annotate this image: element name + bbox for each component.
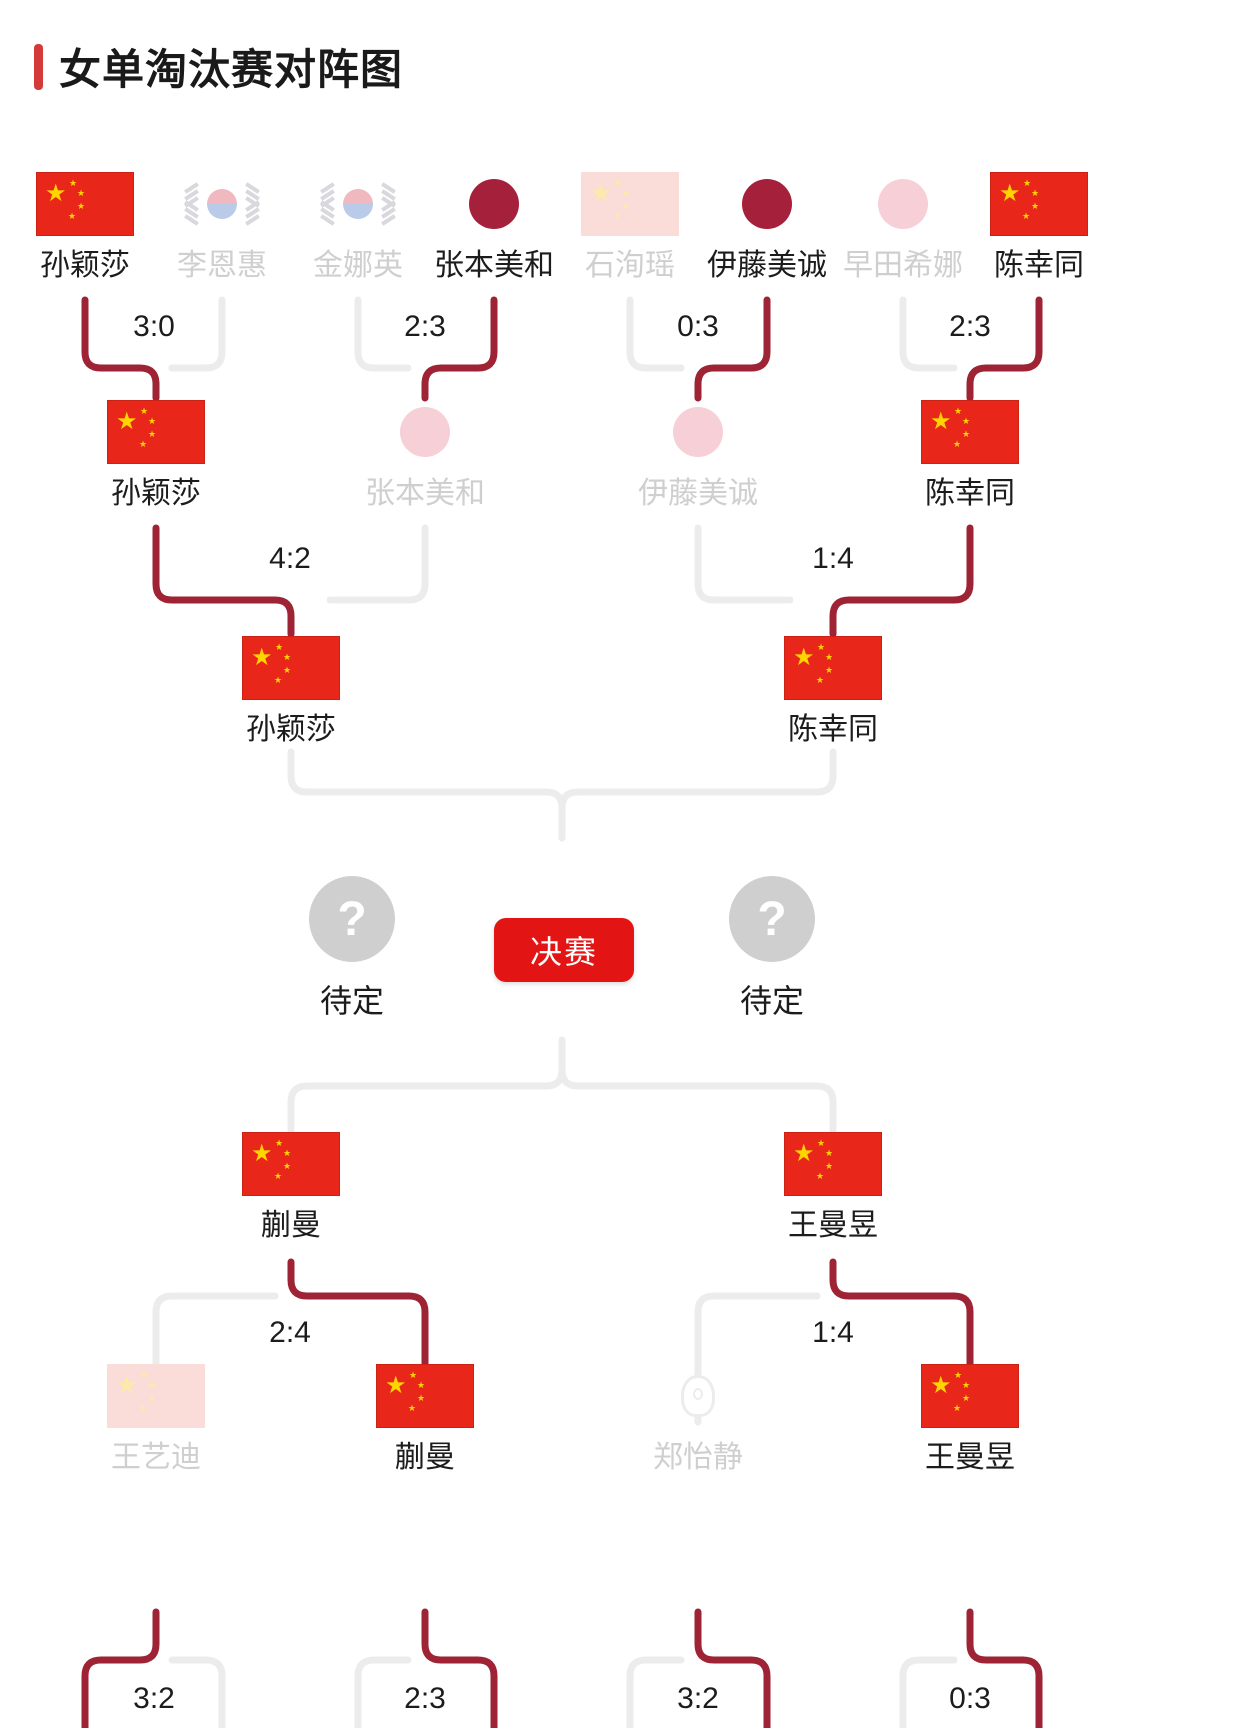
player-name: 郑怡静: [653, 1441, 743, 1474]
match-score: 0:3: [677, 310, 719, 343]
player-name: 伊藤美诚: [638, 477, 758, 510]
player-name: 王曼昱: [788, 1209, 878, 1242]
player-name: 张本美和: [434, 249, 554, 282]
flag-china-icon: ★★★★★: [758, 636, 908, 700]
player-name: 蒯曼: [395, 1441, 455, 1474]
match-score: 1:4: [812, 542, 854, 575]
flag-china-icon: ★★★★★: [758, 1132, 908, 1196]
flag-japan-icon: [623, 404, 773, 460]
bracket-node-r16-7[interactable]: 早田希娜: [828, 176, 978, 284]
match-score: 0:3: [949, 1682, 991, 1715]
match-score: 4:2: [269, 542, 311, 575]
player-name: 孙颖莎: [246, 713, 336, 746]
flag-china-icon: ★★★★★: [964, 172, 1114, 236]
match-score: 2:3: [404, 310, 446, 343]
flag-china-icon: ★★★★★: [10, 172, 160, 236]
finalist-placeholder-right[interactable]: ? 待定: [692, 876, 852, 1022]
player-name: 石洵瑶: [585, 249, 675, 282]
flag-japan-icon: [419, 176, 569, 232]
flag-china-icon: ★★★★★: [216, 1132, 366, 1196]
question-mark-icon: ?: [729, 876, 815, 962]
player-name: 孙颖莎: [40, 249, 130, 282]
player-name: 陈幸同: [925, 477, 1015, 510]
bracket-node-r16-2[interactable]: 李恩惠: [147, 176, 297, 284]
player-name: 陈幸同: [994, 249, 1084, 282]
flag-japan-icon: [692, 176, 842, 232]
flag-china-icon: ★★★★★: [350, 1364, 500, 1428]
flag-china-icon: ★★★★★: [555, 172, 705, 236]
bracket-node-qf-bottom-2[interactable]: ★★★★★ 蒯曼: [350, 1364, 500, 1476]
final-badge[interactable]: 决赛: [494, 918, 634, 982]
finalist-label: 待定: [739, 983, 804, 1019]
bracket-node-qf-bottom-4[interactable]: ★★★★★ 王曼昱: [895, 1364, 1045, 1476]
match-score: 3:0: [133, 310, 175, 343]
player-name: 张本美和: [365, 477, 485, 510]
player-name: 蒯曼: [261, 1209, 321, 1242]
player-name: 伊藤美诚: [707, 249, 827, 282]
player-name: 金娜英: [313, 249, 403, 282]
flag-japan-icon: [828, 176, 978, 232]
player-name: 陈幸同: [788, 713, 878, 746]
bracket-node-qf-2[interactable]: 张本美和: [350, 404, 500, 512]
bracket-node-r16-8[interactable]: ★★★★★ 陈幸同: [964, 172, 1114, 284]
bracket-node-qf-1[interactable]: ★★★★★ 孙颖莎: [81, 400, 231, 512]
player-name: 王艺迪: [111, 1441, 201, 1474]
finalist-label: 待定: [319, 983, 384, 1019]
page-title-text: 女单淘汰赛对阵图: [59, 46, 404, 93]
bracket-node-qf-4[interactable]: ★★★★★ 陈幸同: [895, 400, 1045, 512]
page-title: 女单淘汰赛对阵图: [34, 36, 403, 97]
flag-korea-icon: [283, 176, 433, 232]
finalist-placeholder-left[interactable]: ? 待定: [272, 876, 432, 1022]
flag-china-icon: ★★★★★: [81, 400, 231, 464]
match-score: 2:3: [404, 1682, 446, 1715]
bracket-node-qf-3[interactable]: 伊藤美诚: [623, 404, 773, 512]
bracket-node-sf-top-2[interactable]: ★★★★★ 陈幸同: [758, 636, 908, 748]
bracket-node-sf-top-1[interactable]: ★★★★★ 孙颖莎: [216, 636, 366, 748]
bracket-node-r16-3[interactable]: 金娜英: [283, 176, 433, 284]
player-name: 孙颖莎: [111, 477, 201, 510]
match-score: 1:4: [812, 1316, 854, 1349]
flag-china-icon: ★★★★★: [895, 1364, 1045, 1428]
match-score: 2:3: [949, 310, 991, 343]
bracket-node-r16-1[interactable]: ★★★★★ 孙颖莎: [10, 172, 160, 284]
bracket-node-qf-bottom-1[interactable]: ★★★★★ 王艺迪: [81, 1364, 231, 1476]
flag-china-icon: ★★★★★: [216, 636, 366, 700]
flag-china-icon: ★★★★★: [895, 400, 1045, 464]
bracket-node-r16-6[interactable]: 伊藤美诚: [692, 176, 842, 284]
flag-japan-icon: [350, 404, 500, 460]
bracket-node-r16-4[interactable]: 张本美和: [419, 176, 569, 284]
flag-chinese-taipei-icon: [623, 1368, 773, 1424]
player-name: 李恩惠: [177, 249, 267, 282]
bracket-node-r16-5[interactable]: ★★★★★ 石洵瑶: [555, 172, 705, 284]
bracket-node-sf-bottom-2[interactable]: ★★★★★ 王曼昱: [758, 1132, 908, 1244]
bracket-node-sf-bottom-1[interactable]: ★★★★★ 蒯曼: [216, 1132, 366, 1244]
title-accent-bar: [34, 43, 43, 90]
match-score: 3:2: [133, 1682, 175, 1715]
match-score: 3:2: [677, 1682, 719, 1715]
player-name: 王曼昱: [925, 1441, 1015, 1474]
player-name: 早田希娜: [843, 249, 963, 282]
flag-china-icon: ★★★★★: [81, 1364, 231, 1428]
bracket-node-qf-bottom-3[interactable]: 郑怡静: [623, 1368, 773, 1476]
question-mark-icon: ?: [309, 876, 395, 962]
match-score: 2:4: [269, 1316, 311, 1349]
flag-korea-icon: [147, 176, 297, 232]
